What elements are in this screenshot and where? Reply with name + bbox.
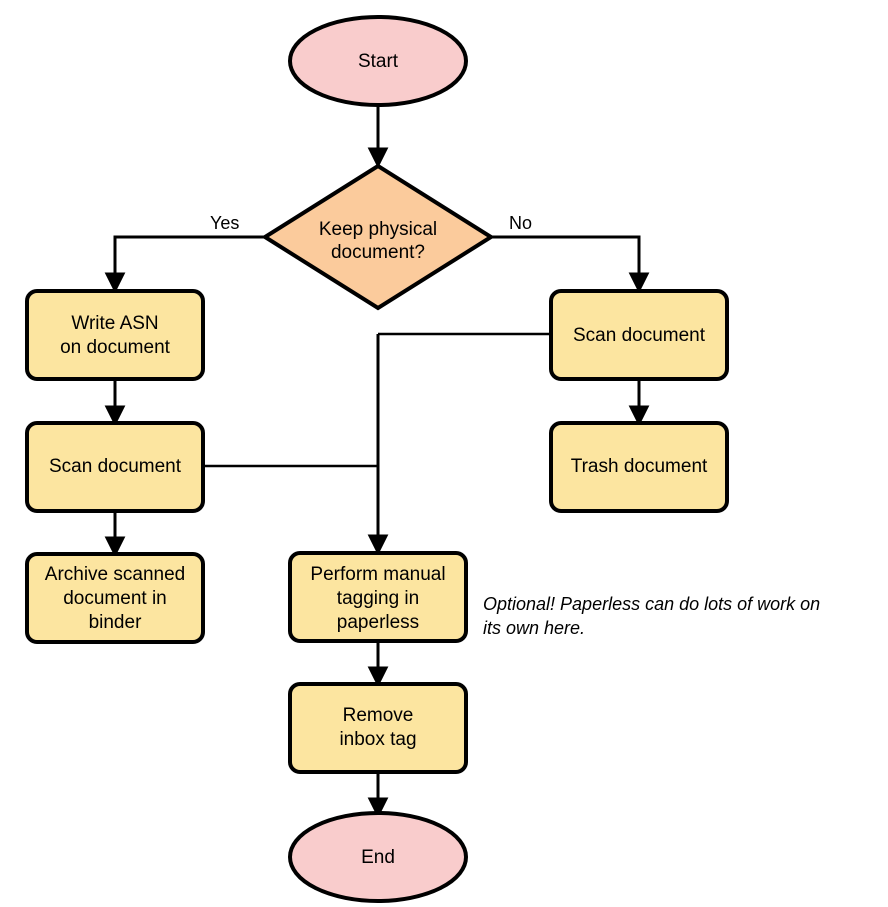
node-end[interactable]: End <box>288 811 468 903</box>
optional-note-line2: its own here. <box>483 618 585 638</box>
connector-yes-to-write-asn <box>104 235 265 294</box>
edge-label-no: No <box>509 213 532 233</box>
node-scan-document-right[interactable]: Scan document <box>549 289 729 381</box>
write-asn-box <box>25 289 205 381</box>
scan-document-right-box <box>549 289 729 381</box>
start-ellipse <box>288 15 468 107</box>
scan-document-right-label: Scan document <box>573 325 706 346</box>
manual-tagging-label-line2: tagging in <box>337 588 419 609</box>
archive-label-line2: document in <box>63 588 167 609</box>
node-trash-document[interactable]: Trash document <box>549 421 729 513</box>
edge-label-yes: Yes <box>210 213 239 233</box>
remove-inbox-tag-box <box>288 682 468 774</box>
manual-tagging-box <box>288 551 468 643</box>
write-asn-label-line1: Write ASN <box>71 313 158 334</box>
remove-inbox-label-line1: Remove <box>343 705 414 726</box>
node-perform-manual-tagging[interactable]: Perform manual tagging in paperless <box>288 551 468 643</box>
manual-tagging-label-line1: Perform manual <box>310 564 445 585</box>
scan-document-left-box <box>25 421 205 513</box>
connector-no-to-scan-right <box>491 235 650 294</box>
start-label: Start <box>358 51 399 72</box>
trash-document-label: Trash document <box>571 456 708 477</box>
remove-inbox-label-line2: inbox tag <box>339 729 416 750</box>
optional-note-line1: Optional! Paperless can do lots of work … <box>483 594 820 614</box>
decision-label-line2: document? <box>331 242 425 263</box>
node-write-asn-on-document[interactable]: Write ASN on document <box>25 289 205 381</box>
node-archive-scanned-document[interactable]: Archive scanned document in binder <box>25 552 205 644</box>
manual-tagging-label-line3: paperless <box>337 612 419 633</box>
node-remove-inbox-tag[interactable]: Remove inbox tag <box>288 682 468 774</box>
archive-label-line1: Archive scanned <box>45 564 185 585</box>
node-start[interactable]: Start <box>288 15 468 107</box>
scan-document-left-label: Scan document <box>49 456 182 477</box>
archive-label-line3: binder <box>89 612 142 633</box>
write-asn-label-line2: on document <box>60 337 171 358</box>
trash-document-box <box>549 421 729 513</box>
end-label: End <box>361 847 395 868</box>
archive-box <box>25 552 205 644</box>
end-ellipse <box>288 811 468 903</box>
node-decision-keep-physical-document[interactable]: Keep physical document? <box>261 163 495 311</box>
decision-diamond <box>261 163 495 311</box>
decision-label-line1: Keep physical <box>319 219 437 240</box>
node-scan-document-left[interactable]: Scan document <box>25 421 205 513</box>
